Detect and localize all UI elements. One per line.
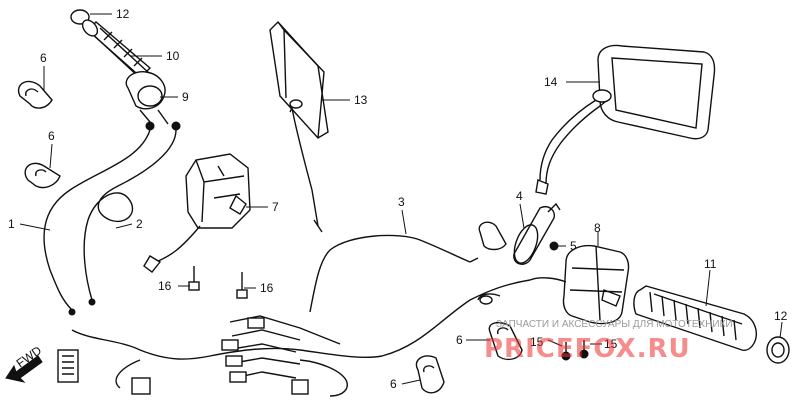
mirror-13 xyxy=(269,20,329,233)
callout-10: 10 xyxy=(166,49,180,63)
connector-blocks xyxy=(57,317,309,395)
callout-16-left: 16 xyxy=(158,279,172,293)
throttle-grip-10 xyxy=(70,9,181,131)
watermark: ЗАПЧАСТИ И АКСЕССУАРЫ ДЛЯ МОТОТЕХНИКИ PR… xyxy=(484,319,733,364)
callout-7: 7 xyxy=(272,200,279,214)
callout-9: 9 xyxy=(182,90,189,104)
grip-11 xyxy=(633,285,757,351)
callout-14: 14 xyxy=(544,75,558,89)
callout-6-lower-right: 6 xyxy=(456,333,463,347)
callout-6-upper: 6 xyxy=(40,51,47,65)
fwd-arrow: FWD xyxy=(5,343,44,383)
callout-1: 1 xyxy=(8,217,15,231)
grip-end-cap-12 xyxy=(766,336,790,364)
clamp-6-upper xyxy=(17,80,53,109)
right-switch-housing-8 xyxy=(477,244,630,325)
lever-bracket-4 xyxy=(513,202,561,265)
watermark-brand: PRICEFOX.RU xyxy=(484,334,691,364)
callout-5: 5 xyxy=(570,239,577,253)
callout-15-left: 15 xyxy=(530,335,544,349)
left-switch-housing-7 xyxy=(143,153,251,273)
callout-6-middle: 6 xyxy=(48,129,55,143)
watermark-caption: ЗАПЧАСТИ И АКСЕССУАРЫ ДЛЯ МОТОТЕХНИКИ xyxy=(496,319,733,330)
callout-3: 3 xyxy=(398,195,405,209)
throttle-cables xyxy=(43,129,177,316)
clamp-6-lower-right xyxy=(488,321,523,361)
callout-12-right: 12 xyxy=(774,309,788,323)
bolt-15-a xyxy=(561,342,571,361)
callout-16-right: 16 xyxy=(260,281,274,295)
clamp-6-bottom xyxy=(415,355,445,394)
mirror-14 xyxy=(535,44,716,195)
callout-labels: 12 10 6 9 6 1 2 7 16 16 13 3 14 4 5 8 11… xyxy=(8,7,788,391)
bolt-15-b xyxy=(579,340,589,359)
screw-16-right xyxy=(236,272,248,299)
callout-4: 4 xyxy=(516,189,523,203)
callout-15-right: 15 xyxy=(604,337,618,351)
screw-16-left xyxy=(188,266,200,291)
callout-8: 8 xyxy=(594,221,601,235)
bolt-5 xyxy=(549,241,559,251)
callout-6-bottom: 6 xyxy=(390,377,397,391)
callout-12-top: 12 xyxy=(116,7,130,21)
leader-lines xyxy=(19,13,783,385)
callout-2: 2 xyxy=(136,217,143,231)
wire-harness-3 xyxy=(71,234,531,397)
callout-13: 13 xyxy=(354,93,368,107)
small-clamp xyxy=(478,221,507,251)
callout-11: 11 xyxy=(704,257,717,271)
clamp-6-middle xyxy=(24,162,61,189)
